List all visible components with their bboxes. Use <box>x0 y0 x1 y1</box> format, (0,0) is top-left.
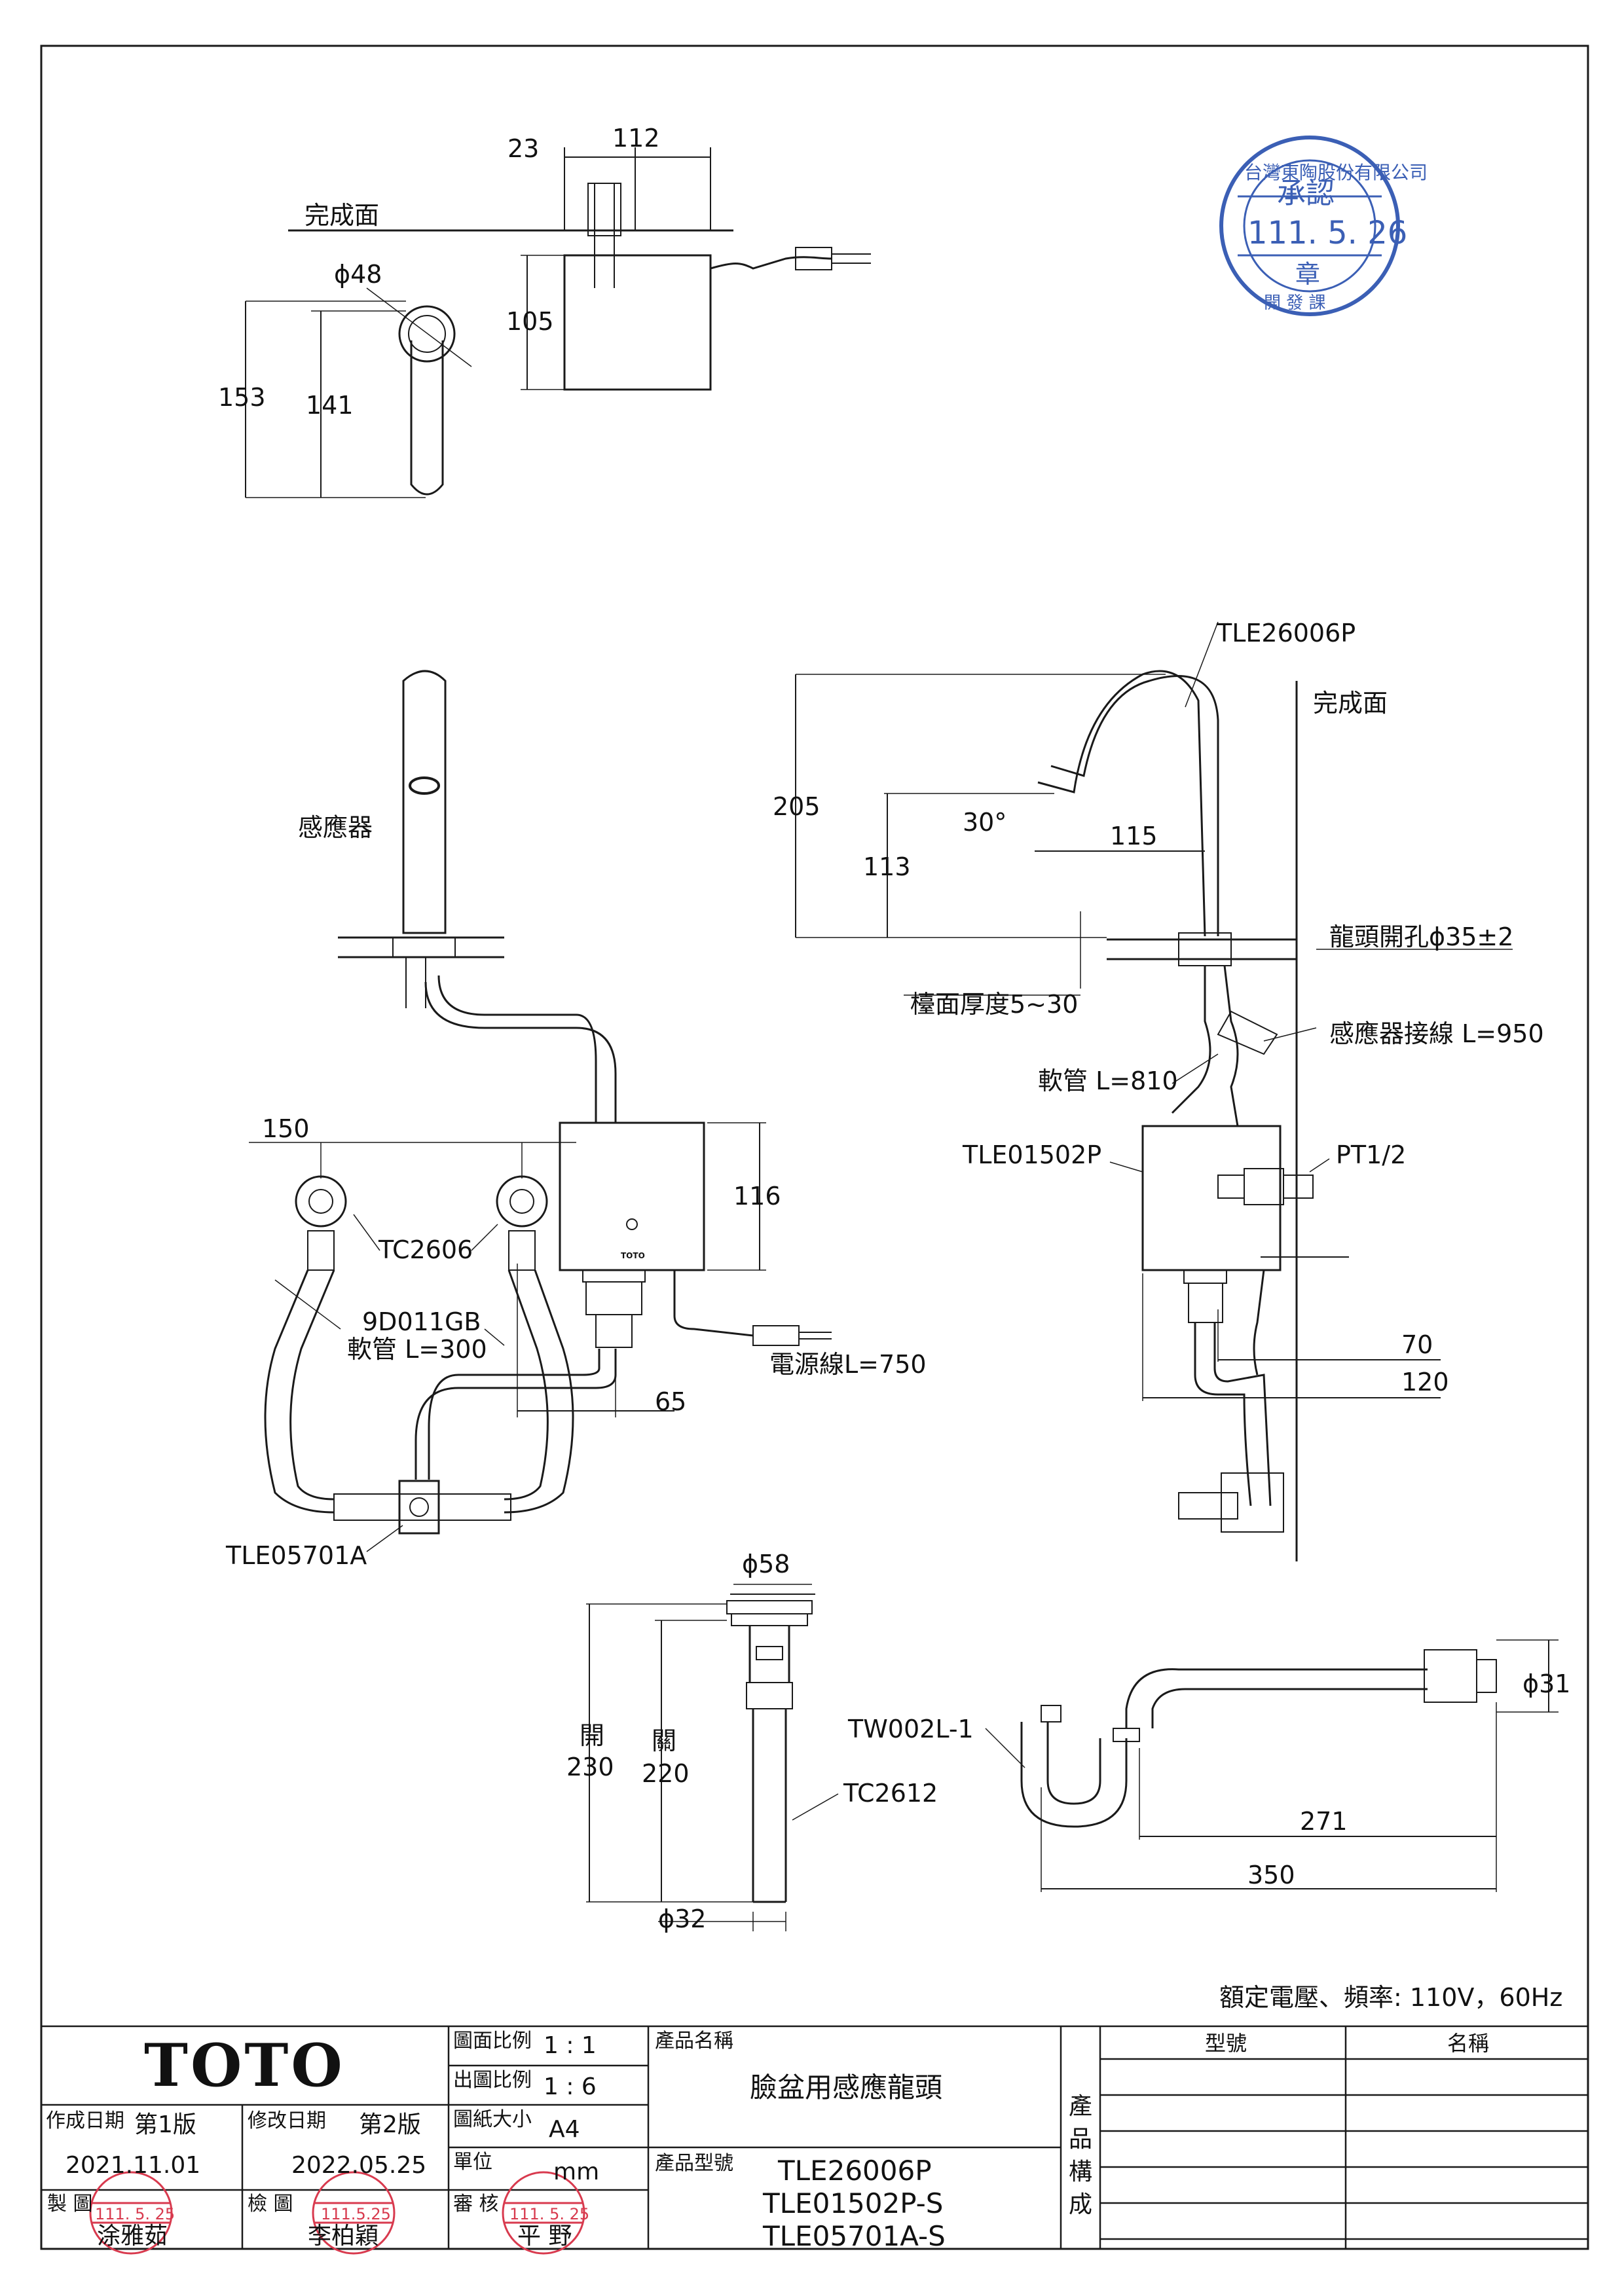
dim-105: 105 <box>506 307 554 336</box>
checker-stamp-date: 111.5.25 <box>321 2205 391 2223</box>
drawer-stamp-date: 111. 5. 25 <box>95 2205 175 2223</box>
close-label: 關 <box>652 1726 677 1755</box>
scale-value: 1 : 1 <box>544 2032 597 2059</box>
model-1: TLE26006P <box>778 2155 932 2187</box>
dim-141: 141 <box>306 391 354 420</box>
unit-value: mm <box>553 2159 600 2185</box>
stamp-company: 台灣東陶股份有限公司 <box>1244 162 1428 183</box>
model-3: TLE05701A-S <box>763 2220 946 2252</box>
out-scale-value: 1 : 6 <box>544 2073 597 2100</box>
review-label: 審 核 <box>453 2193 499 2215</box>
checker-label: 檢 圖 <box>248 2193 293 2215</box>
drain-model-label: TC2612 <box>843 1779 938 1808</box>
drawer-name: 涂雅茹 <box>97 2223 168 2250</box>
thread-label: PT1/2 <box>1336 1140 1407 1169</box>
composition-4: 成 <box>1069 2191 1093 2218</box>
sheet-border <box>40 45 1589 2250</box>
dia-48: ϕ48 <box>334 260 382 289</box>
model-2: TLE01502P-S <box>763 2187 944 2219</box>
checker-name: 李柏穎 <box>308 2223 379 2250</box>
drain <box>586 1584 839 1931</box>
faucet-model-label: TLE26006P <box>1217 619 1356 647</box>
col-name: 名稱 <box>1447 2031 1490 2056</box>
out-scale-label: 出圖比例 <box>453 2069 532 2092</box>
dia-31: ϕ31 <box>1522 1669 1571 1698</box>
top-view <box>245 147 871 498</box>
composition-3: 構 <box>1069 2159 1093 2185</box>
front-view <box>249 670 832 1552</box>
sensor-cable-label: 感應器接線 L=950 <box>1329 1019 1544 1048</box>
paper-value: A4 <box>549 2116 580 2143</box>
composition-1: 產 <box>1069 2093 1093 2120</box>
side-hose-label: 軟管 L=810 <box>1038 1066 1178 1095</box>
version2: 第2版 <box>359 2111 421 2138</box>
finish-surface-label: 完成面 <box>304 201 380 230</box>
open-230: 230 <box>566 1753 614 1781</box>
dim-271: 271 <box>1300 1807 1348 1836</box>
brand-logo: TOTO <box>144 2031 345 2100</box>
box-brand: TOTO <box>621 1251 645 1260</box>
reviewer-stamp-date: 111. 5. 25 <box>509 2205 590 2223</box>
faucet-hole-label: 龍頭開孔ϕ35±2 <box>1329 922 1514 951</box>
dim-70: 70 <box>1401 1330 1433 1359</box>
dim-113: 113 <box>863 852 911 881</box>
trap-model-label: TW002L-1 <box>848 1715 974 1743</box>
p-trap <box>985 1639 1559 1892</box>
valve-model-label: TLE05701A <box>226 1541 367 1570</box>
approval-stamp <box>1219 136 1400 316</box>
reviewer-name: 平 野 <box>517 2223 572 2250</box>
paper-label: 圖紙大小 <box>453 2108 532 2131</box>
side-view <box>795 621 1513 1561</box>
dim-115: 115 <box>1110 822 1158 850</box>
dim-65: 65 <box>655 1387 687 1416</box>
stamp-seal: 章 <box>1295 260 1321 289</box>
tc2606-label: TC2606 <box>378 1235 473 1264</box>
composition-2: 品 <box>1069 2126 1093 2153</box>
hose-length-label: 軟管 L=300 <box>347 1335 487 1364</box>
product-name: 臉盆用感應龍頭 <box>750 2071 943 2104</box>
finish-surface-label-2: 完成面 <box>1313 689 1388 718</box>
scale-label: 圖面比例 <box>453 2030 532 2052</box>
created-date: 2021.11.01 <box>65 2152 201 2179</box>
dim-23: 23 <box>507 134 540 163</box>
power-cord-label: 電源線L=750 <box>769 1350 927 1379</box>
angle-30: 30° <box>963 808 1007 837</box>
stamp-dept: 開 發 課 <box>1264 293 1326 313</box>
dim-153: 153 <box>218 383 266 412</box>
counter-thickness-label: 檯面厚度5~30 <box>910 990 1079 1019</box>
dia-32: ϕ32 <box>658 1904 707 1933</box>
col-model: 型號 <box>1205 2031 1247 2056</box>
open-label: 開 <box>580 1721 605 1750</box>
dim-112: 112 <box>612 124 660 153</box>
stamp-date: 111. 5. 26 <box>1247 215 1408 251</box>
product-model-label: 產品型號 <box>655 2152 733 2175</box>
box-height-116: 116 <box>733 1182 781 1211</box>
rating-label: 額定電壓、頻率: 110V，60Hz <box>1219 1983 1563 2012</box>
control-box-label: TLE01502P <box>963 1140 1102 1169</box>
close-220: 220 <box>642 1759 690 1788</box>
product-name-label: 產品名稱 <box>655 2030 733 2052</box>
signature-stamps <box>89 2171 585 2255</box>
revised-label: 修改日期 <box>248 2109 326 2132</box>
hose-code-label: 9D011GB <box>362 1307 481 1336</box>
version1: 第1版 <box>134 2111 196 2138</box>
dim-350: 350 <box>1247 1861 1295 1889</box>
title-block <box>41 2025 1588 2249</box>
sensor-label: 感應器 <box>298 813 373 842</box>
revised-date: 2022.05.25 <box>291 2152 427 2179</box>
dim-150: 150 <box>262 1114 310 1143</box>
stamp-approve: 承認 <box>1277 177 1335 210</box>
drawer-label: 製 圖 <box>47 2193 93 2215</box>
unit-label: 單位 <box>453 2151 492 2174</box>
dia-58: ϕ58 <box>742 1550 790 1578</box>
dim-205: 205 <box>773 792 821 821</box>
dim-120: 120 <box>1401 1368 1449 1396</box>
created-label: 作成日期 <box>46 2109 124 2132</box>
